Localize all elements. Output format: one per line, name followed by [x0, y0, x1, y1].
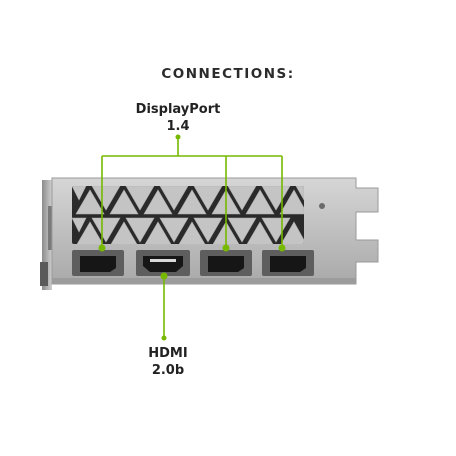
- displayport-label: DisplayPort 1.4: [118, 101, 238, 135]
- displayport-port-icon: [262, 250, 314, 276]
- port-row: [72, 250, 314, 276]
- hdmi-label-name: HDMI: [148, 346, 188, 361]
- displayport-callout-lines: [101, 137, 283, 247]
- screw-hole-icon: [319, 203, 325, 209]
- hdmi-callout-line: [160, 272, 168, 341]
- bracket-side-edge: [40, 180, 52, 290]
- displayport-label-version: 1.4: [166, 119, 190, 134]
- hdmi-label: HDMI 2.0b: [118, 345, 218, 379]
- displayport-label-name: DisplayPort: [135, 102, 221, 117]
- displayport-port-icon: [72, 250, 124, 276]
- hdmi-port-icon: [136, 250, 190, 276]
- displayport-port-icon: [200, 250, 252, 276]
- displayport-callout-dots: [98, 134, 286, 252]
- hdmi-label-version: 2.0b: [151, 363, 185, 378]
- vent-grille-icon: [72, 186, 304, 244]
- section-heading: CONNECTIONS:: [161, 66, 295, 82]
